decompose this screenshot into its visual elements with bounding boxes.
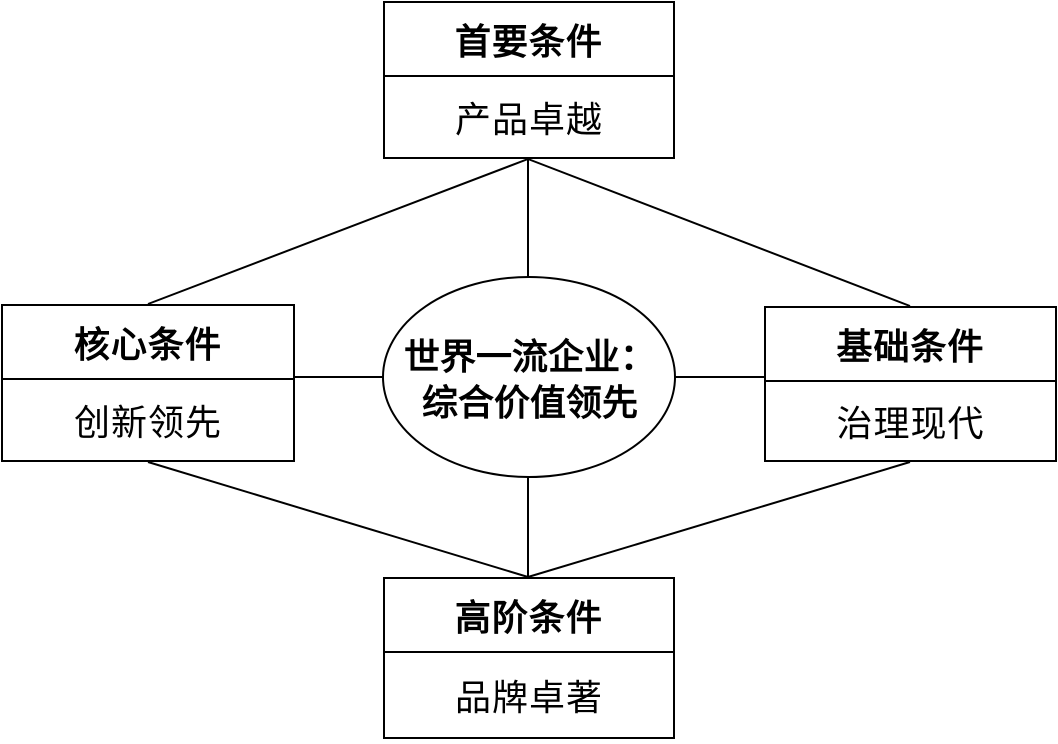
connector-top-left <box>147 158 529 305</box>
node-bottom-header: 高阶条件 <box>454 597 603 639</box>
connector-top-right <box>527 158 911 307</box>
center-label: 世界一流企业： 综合价值领先 <box>385 305 675 455</box>
center-label-line2: 综合价值领先 <box>421 382 638 424</box>
node-right-header: 基础条件 <box>836 326 985 368</box>
node-top-header: 首要条件 <box>454 21 603 63</box>
node-bottom-content: 品牌卓著 <box>385 651 673 737</box>
node-top-content: 产品卓越 <box>385 75 673 157</box>
center-ellipse <box>382 276 676 478</box>
node-top: 首要条件 产品卓越 <box>383 1 675 159</box>
node-right: 基础条件 治理现代 <box>764 306 1057 462</box>
node-left-header: 核心条件 <box>73 324 222 366</box>
node-bottom: 高阶条件 品牌卓著 <box>383 577 675 739</box>
connector-bottom-right <box>527 461 911 578</box>
node-left-content: 创新领先 <box>3 378 293 460</box>
connector-bottom-left <box>147 461 529 578</box>
center-label-line1: 世界一流企业： <box>403 336 656 378</box>
node-right-content: 治理现代 <box>766 380 1055 460</box>
node-left: 核心条件 创新领先 <box>1 304 295 462</box>
